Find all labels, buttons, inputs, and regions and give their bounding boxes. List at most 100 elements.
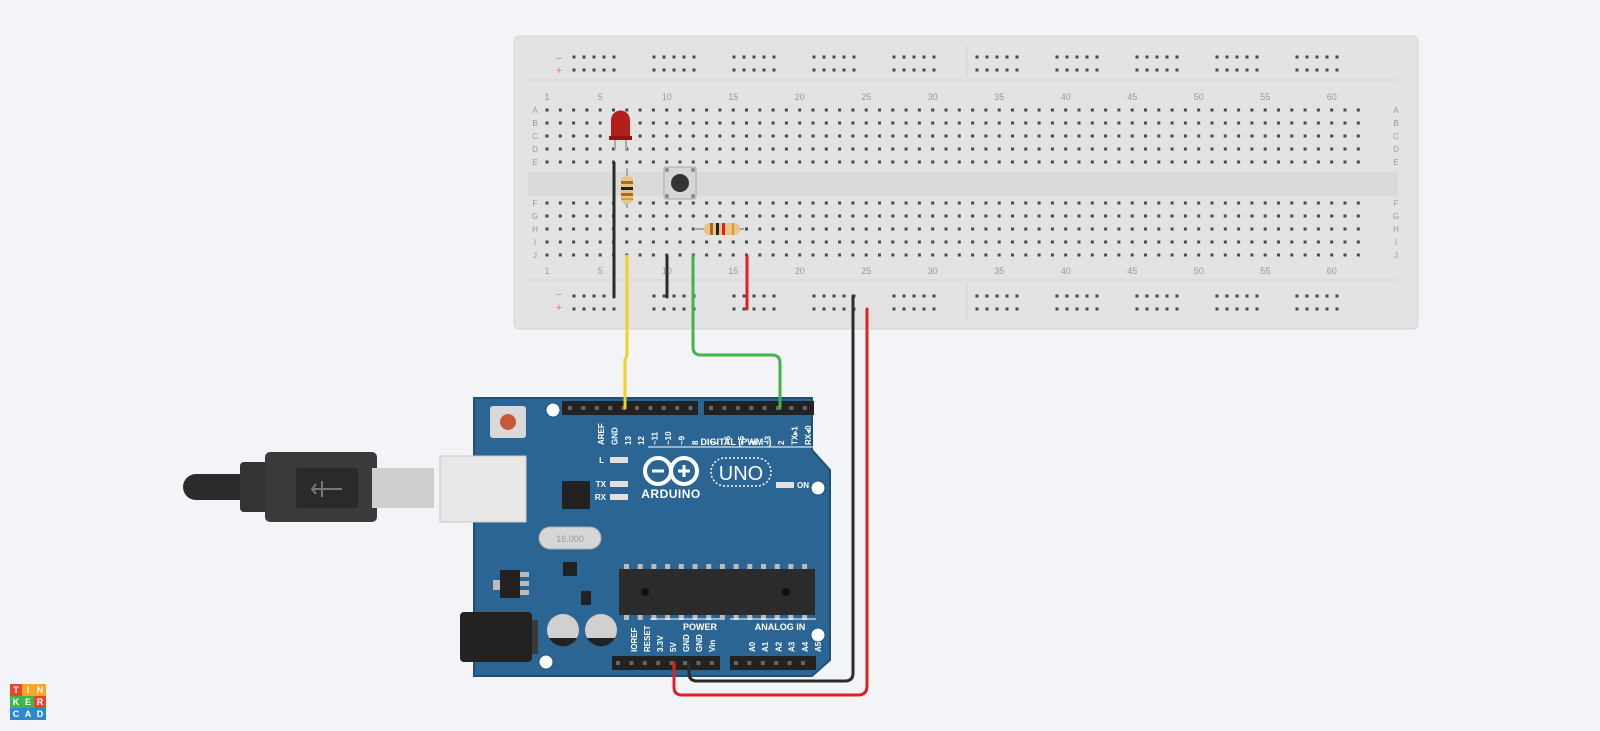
row-label: D — [1393, 145, 1399, 154]
pin-label: 2 — [777, 440, 786, 445]
column-label: 25 — [861, 92, 871, 102]
capacitors — [547, 614, 617, 647]
tx-label: TX — [596, 480, 607, 489]
pin-label: GND — [695, 634, 704, 652]
rail-minus-bottom: − — [556, 289, 562, 301]
row-label: C — [1393, 132, 1399, 141]
column-label: 55 — [1260, 266, 1270, 276]
column-label: 1 — [544, 266, 549, 276]
logo-letter: D — [34, 708, 46, 720]
l-label: L — [599, 456, 604, 465]
resistor-pulldown[interactable] — [694, 223, 744, 235]
pin-label: GND — [682, 634, 691, 652]
header-power[interactable] — [612, 656, 720, 670]
pin-label: ~6 — [723, 435, 732, 445]
wire-black-gnd-rail[interactable] — [687, 294, 855, 683]
pin-label: 12 — [637, 436, 646, 445]
wires[interactable] — [612, 161, 869, 697]
arduino-brand: ARDUINO — [641, 487, 701, 501]
column-label: 50 — [1194, 92, 1204, 102]
column-label: 55 — [1260, 92, 1270, 102]
wire-yellow-pin-13[interactable] — [623, 254, 629, 410]
pin-label: AREF — [597, 423, 606, 445]
power-jack — [460, 612, 532, 662]
on-led — [776, 482, 794, 488]
logo-letter: A — [22, 708, 34, 720]
row-label: C — [532, 132, 538, 141]
column-label: 10 — [662, 92, 672, 102]
column-label: 5 — [598, 266, 603, 276]
row-label: E — [1393, 158, 1398, 167]
row-label: B — [1393, 119, 1398, 128]
row-label: H — [532, 225, 538, 234]
pin-label: 4 — [750, 440, 759, 445]
column-label: 35 — [994, 92, 1004, 102]
column-label: 15 — [728, 266, 738, 276]
column-label: 30 — [928, 92, 938, 102]
column-label: 45 — [1127, 92, 1137, 102]
row-label: A — [1393, 106, 1399, 115]
usb-chip — [562, 481, 590, 509]
pin-label: 3.3V — [656, 635, 665, 652]
pin-label: ~10 — [664, 431, 673, 445]
row-label: I — [1395, 238, 1397, 247]
arduino-model: UNO — [719, 463, 763, 485]
digital-label: DIGITAL (PWM~) — [701, 437, 772, 447]
column-label: 50 — [1194, 266, 1204, 276]
column-label: 60 — [1327, 266, 1337, 276]
l-led — [610, 457, 628, 463]
logo-letter: T — [10, 684, 22, 696]
pin-label: RESET — [643, 625, 652, 652]
pin-label: ~11 — [651, 431, 660, 445]
column-label: 1 — [544, 92, 549, 102]
row-label: F — [533, 199, 538, 208]
led-red[interactable] — [609, 110, 632, 150]
pin-label: A5 — [814, 641, 823, 652]
column-label: 40 — [1061, 266, 1071, 276]
rx-led — [610, 494, 628, 500]
logo-letter: K — [10, 696, 22, 708]
pushbutton[interactable] — [663, 166, 697, 200]
resistor-led[interactable] — [621, 168, 633, 208]
wire-red-5v-rail[interactable] — [672, 307, 869, 697]
pin-label: A1 — [761, 641, 770, 652]
column-label: 35 — [994, 266, 1004, 276]
arduino-uno-board[interactable]: 16.000 L TX RX ON ARDUINO U — [439, 397, 831, 677]
pin-label: GND — [610, 427, 619, 445]
row-label: B — [532, 119, 537, 128]
usb-icon — [310, 481, 342, 497]
row-label: J — [533, 251, 537, 260]
pin-label: A0 — [748, 641, 757, 652]
row-label: I — [534, 238, 536, 247]
usb-port — [439, 455, 527, 523]
row-label: H — [1393, 225, 1399, 234]
header-top-left[interactable] — [562, 401, 698, 415]
crystal-oscillator — [538, 526, 602, 550]
column-label: 40 — [1061, 92, 1071, 102]
pin-label: A4 — [801, 641, 810, 652]
column-label: 20 — [795, 92, 805, 102]
pin-label: TX▸1 — [790, 426, 799, 445]
wire-green-pin-2[interactable] — [691, 254, 782, 410]
pin-label: A3 — [788, 641, 797, 652]
rail-minus-top: − — [556, 53, 562, 65]
header-top-right[interactable] — [704, 401, 814, 415]
logo-letter: R — [34, 696, 46, 708]
rx-label: RX — [595, 493, 607, 502]
pin-label: ~3 — [764, 435, 773, 445]
rail-plus-bottom: + — [556, 302, 562, 314]
column-label: 15 — [728, 92, 738, 102]
column-label: 20 — [795, 266, 805, 276]
pin-label: 7 — [710, 440, 719, 445]
pin-label: ~5 — [737, 435, 746, 445]
tx-led — [610, 481, 628, 487]
power-label: POWER — [683, 622, 718, 632]
column-label: 60 — [1327, 92, 1337, 102]
pin-label: 13 — [624, 436, 633, 445]
logo-letter: C — [10, 708, 22, 720]
header-analog[interactable] — [730, 656, 816, 670]
